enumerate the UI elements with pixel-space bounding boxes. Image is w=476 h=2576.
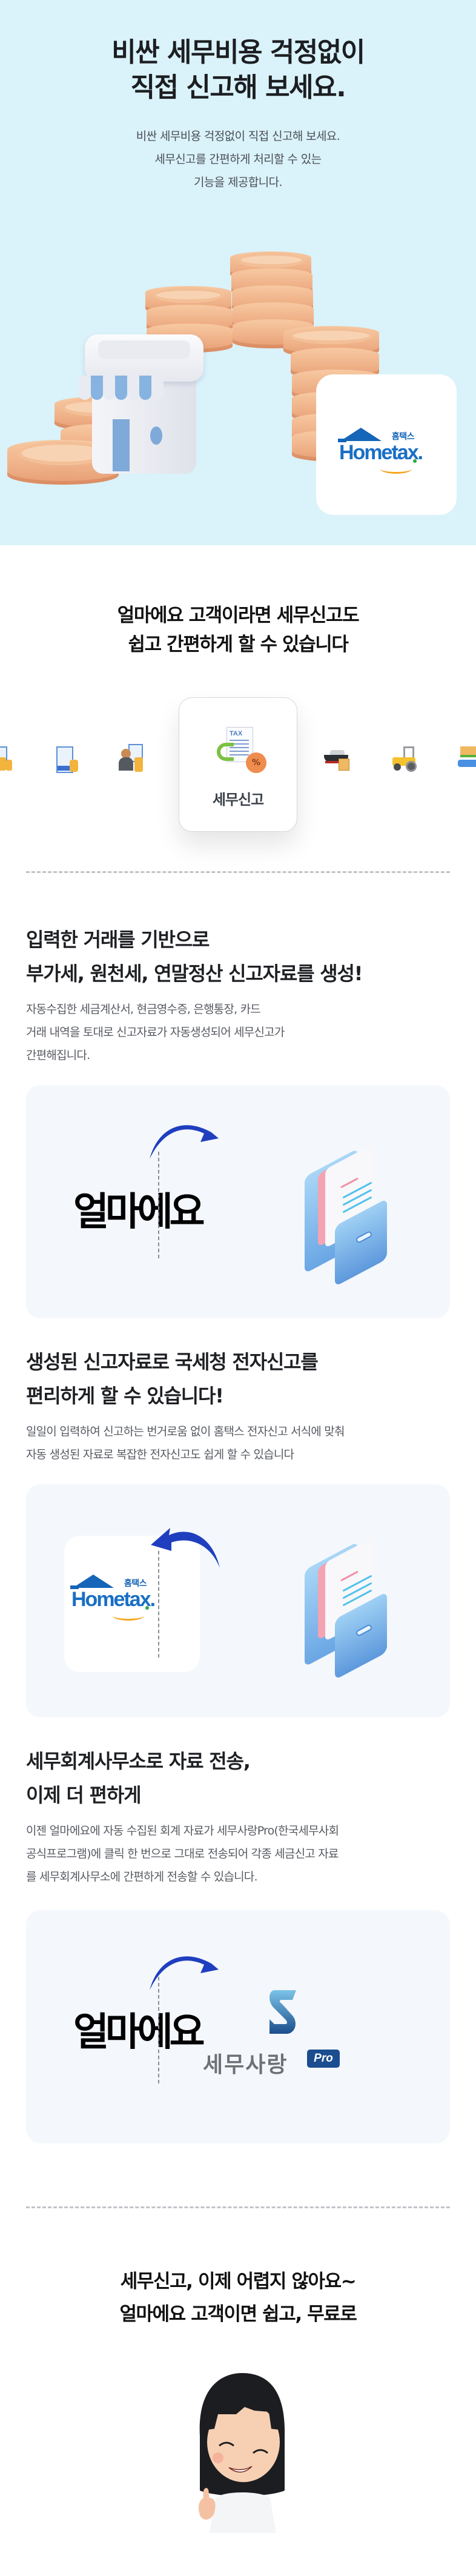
hero-subtitle-line: 세무신고를 간편하게 처리할 수 있는 <box>154 153 322 166</box>
hometax-badge: 홈택스 Hometax. <box>316 374 457 515</box>
feature-illustration-panel: 얼마에요 세무사랑 Pro <box>26 1910 450 2143</box>
eolmaeyo-logo: 얼마에요 <box>73 1190 205 1235</box>
tractor-icon[interactable] <box>392 746 419 773</box>
dashed-separator <box>158 1977 159 2083</box>
tax-report-label: 세무신고 <box>212 791 264 808</box>
closing-section: 세무신고, 이제 어렵지 않아요~ 얼마에요 고객이면 쉽고, 무료로 <box>0 2206 476 2533</box>
hero-subtitle: 비싼 세무비용 걱정없이 직접 신고해 보세요. 세무신고를 간편하게 처리할 … <box>0 125 476 194</box>
eolmaeyo-logo: 얼마에요 <box>73 2010 205 2055</box>
feature-title: 생성된 신고자료로 국세청 전자신고를 편리하게 할 수 있습니다! <box>26 1350 319 1407</box>
hero-title-line: 비싼 세무비용 걱정없이 <box>111 37 365 68</box>
hometax-logo: 홈택스 Hometax. <box>338 428 423 479</box>
tax-invoice-coins-icon[interactable] <box>0 746 19 773</box>
semusarang-s-icon <box>269 1990 296 2034</box>
hero-subtitle-line: 기능을 제공합니다. <box>194 176 283 189</box>
house-roof-icon <box>73 1575 114 1588</box>
tax-report-card[interactable]: TAX % 세무신고 <box>179 697 297 832</box>
feature-illustration-panel: 얼마에요 <box>26 1085 450 1318</box>
intro-title: 얼마에요 고객이라면 세무신고도 쉽고 간편하게 할 수 있습니다 <box>117 605 360 656</box>
won-document-hand-icon[interactable] <box>56 746 83 773</box>
feature-title: 세무회계사무소로 자료 전송, 이제 더 편하게 <box>26 1750 251 1807</box>
businessman-coins-icon[interactable] <box>119 744 147 773</box>
feature-hometax-efiling: 생성된 신고자료로 국세청 전자신고를 편리하게 할 수 있습니다! 일일이 입… <box>0 1345 476 1718</box>
dashed-separator <box>158 1551 159 1658</box>
file-box-icon <box>305 1143 395 1287</box>
feature-description: 이젠 얼마에요에 자동 수집된 회계 자료가 세무사랑Pro(한국세무사회 공식… <box>26 1824 339 1884</box>
curved-arrow-right-icon <box>150 1956 219 1990</box>
dashed-separator <box>158 1152 159 1258</box>
store-icon <box>79 334 203 474</box>
section-divider <box>26 871 450 873</box>
ship-cargo-icon[interactable] <box>324 746 351 773</box>
intro-section: 얼마에요 고객이라면 세무신고도 쉽고 간편하게 할 수 있습니다 TAX <box>0 601 476 873</box>
file-box-icon <box>305 1536 395 1680</box>
curved-arrow-left-icon <box>151 1528 220 1568</box>
hometax-card: 홈택스 Hometax. <box>64 1536 200 1672</box>
hero-subtitle-line: 비싼 세무비용 걱정없이 직접 신고해 보세요. <box>136 130 340 143</box>
house-roof-icon <box>340 428 382 441</box>
semusarang-pro-logo: 세무사랑 Pro <box>203 1989 348 2086</box>
feature-description: 일일이 입력하여 신고하는 번거로움 없이 홈택스 전자신고 서식에 맞춰 자동… <box>26 1425 345 1461</box>
hero-title-line: 직접 신고해 보세요. <box>130 72 346 103</box>
hero-section: 비싼 세무비용 걱정없이 직접 신고해 보세요. 비싼 세무비용 걱정없이 직접… <box>0 0 476 545</box>
mascot-girl-thumbs-up-illustration <box>0 2339 476 2533</box>
closing-title: 세무신고, 이제 어렵지 않아요~ 얼마에요 고객이면 쉽고, 무료로 <box>119 2271 357 2325</box>
hero-title: 비싼 세무비용 걱정없이 직접 신고해 보세요. <box>0 35 476 105</box>
section-divider <box>26 2206 450 2208</box>
conveyor-box-icon[interactable] <box>458 746 476 773</box>
curved-arrow-right-icon <box>150 1125 219 1159</box>
feature-send-to-accountant: 세무회계사무소로 자료 전송, 이제 더 편하게 이젠 얼마에요에 자동 수집된… <box>0 1744 476 2143</box>
hometax-logo: 홈택스 Hometax. <box>70 1575 156 1625</box>
feature-illustration-panel: 홈택스 Hometax. <box>26 1484 450 1718</box>
feature-title: 입력한 거래를 기반으로 부가세, 원천세, 연말정산 신고자료를 생성! <box>26 928 363 985</box>
service-icon-carousel[interactable]: TAX % 세무신고 <box>0 676 476 858</box>
feature-description: 자동수집한 세금계산서, 현금영수증, 은행통장, 카드 거래 내역을 토대로 … <box>26 1003 285 1062</box>
feature-generate-report: 입력한 거래를 기반으로 부가세, 원천세, 연말정산 신고자료를 생성! 자동… <box>0 923 476 1318</box>
